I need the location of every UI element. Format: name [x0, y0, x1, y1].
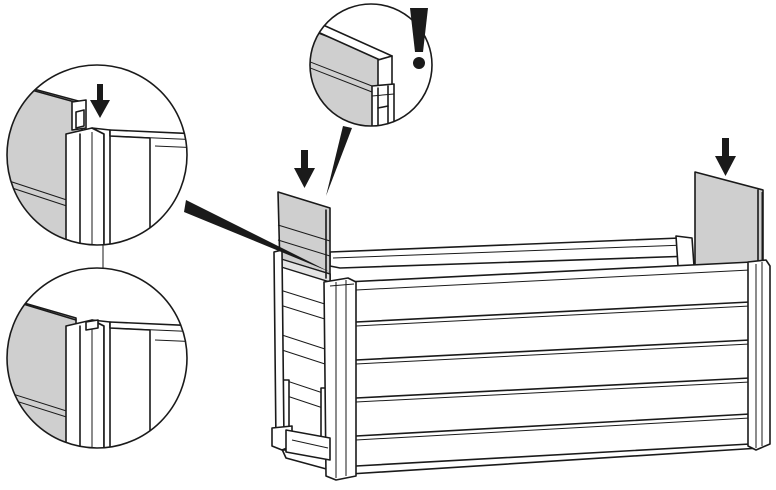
front-right-post [747, 259, 771, 451]
exclamation-icon [410, 8, 428, 69]
callout-pointer [326, 126, 352, 196]
front-left-post [323, 277, 357, 481]
raised-bed-frame [271, 171, 771, 481]
left-end-panels [275, 191, 331, 471]
front-wall [345, 261, 761, 475]
back-rail [329, 237, 693, 269]
right-end-panel [694, 171, 764, 267]
arrow-down-icon [715, 138, 736, 176]
detail-top-left [6, 64, 188, 246]
detail-bottom-left [6, 267, 188, 449]
back-right-post [675, 235, 695, 267]
arrow-down-icon [90, 84, 110, 118]
arrow-down-icon [294, 150, 315, 188]
callout-pointer [184, 200, 330, 272]
